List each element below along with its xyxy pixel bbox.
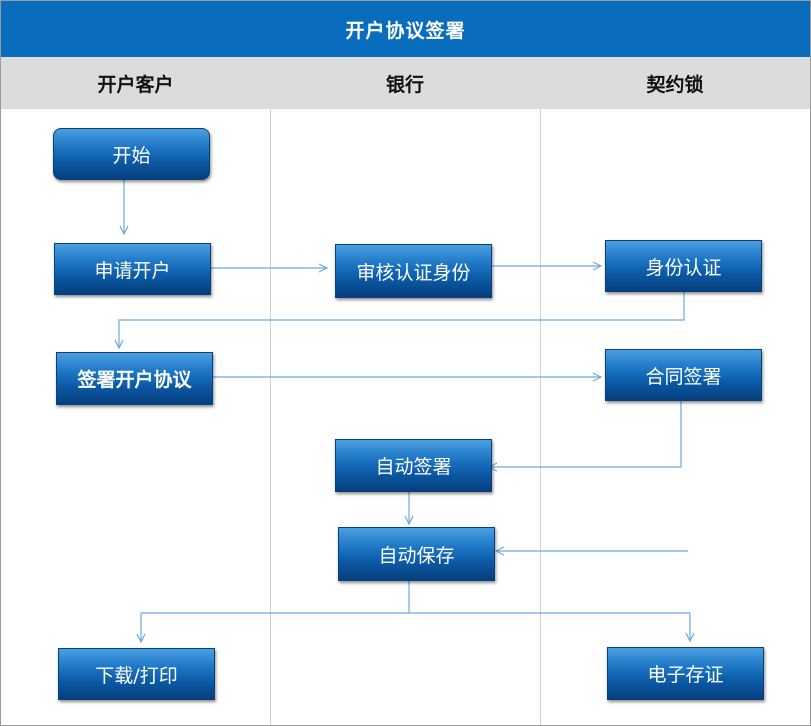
node-download-print: 下载/打印 (58, 648, 215, 700)
node-auto-sign: 自动签署 (335, 439, 492, 492)
lane-divider-2 (540, 109, 541, 725)
arrow-autosave-branch (141, 581, 690, 614)
lane-divider-1 (270, 109, 271, 725)
node-review-identity: 审核认证身份 (335, 244, 492, 298)
lane-header-contract-lock: 契约锁 (540, 57, 810, 109)
node-electronic-evidence: 电子存证 (607, 647, 764, 700)
arrow-contract-to-autosign (489, 401, 682, 467)
node-apply-account: 申请开户 (54, 243, 211, 295)
lane-header-bank: 银行 (270, 57, 540, 109)
diagram-title: 开户协议签署 (1, 1, 810, 57)
node-identity-auth: 身份认证 (605, 240, 762, 292)
lane-header-customer: 开户客户 (1, 57, 270, 109)
node-auto-save: 自动保存 (338, 527, 495, 581)
node-contract-sign: 合同签署 (605, 349, 762, 401)
node-start: 开始 (53, 128, 210, 180)
node-sign-agreement: 签署开户协议 (56, 352, 213, 405)
arrow-identity-to-sign (119, 291, 685, 348)
